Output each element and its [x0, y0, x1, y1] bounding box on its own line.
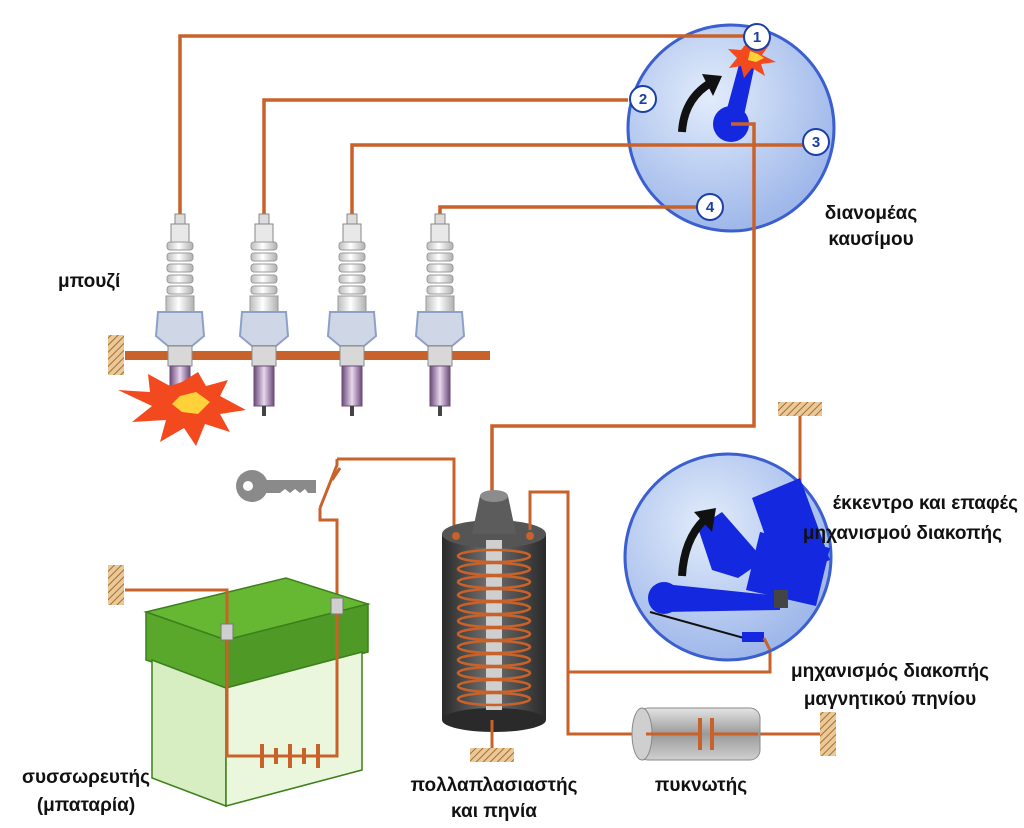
spark-plug [238, 213, 290, 416]
distributor-terminal-4: 4 [696, 193, 724, 221]
terminal-2-number: 2 [639, 91, 647, 108]
coil-to-distributor-wire [490, 122, 756, 492]
terminal-1-number: 1 [753, 29, 761, 46]
distributor-terminal-2: 2 [629, 85, 657, 113]
label-breaker-line1: μηχανισμός διακοπής [791, 661, 989, 682]
label-coil-line2: και πηνία [451, 801, 537, 822]
engine-ground-bar [108, 335, 490, 375]
label-distributor-line1: διανομέας [824, 203, 918, 224]
label-battery-line1: συσσωρευτής [22, 767, 150, 788]
label-distributor-line2: καυσίμου [828, 229, 914, 250]
spark-plug [326, 213, 378, 416]
ignition-coil [442, 490, 546, 762]
label-battery-line2: (μπαταρία) [36, 795, 136, 816]
distributor-terminal-1: 1 [743, 23, 771, 51]
coil-winding [456, 691, 532, 707]
ignition-key [236, 470, 316, 502]
distributor-terminal-3: 3 [802, 128, 830, 156]
label-cam-contacts-line2: μηχανισμού διακοπής [802, 523, 1002, 544]
label-spark-plugs: μπουζί [58, 271, 121, 292]
spark-plug [414, 213, 466, 416]
label-breaker-line2: μαγνητικού πηνίου [803, 689, 977, 710]
spark-burst [118, 372, 246, 446]
label-coil-line1: πολλαπλασιαστής [410, 775, 578, 796]
breaker-disc [623, 402, 833, 662]
terminal-3-number: 3 [812, 134, 820, 151]
spark-plugs [154, 213, 466, 416]
battery [108, 565, 371, 808]
ignition-switch [318, 457, 456, 602]
terminal-4-number: 4 [706, 199, 715, 216]
primary-circuit-wire [528, 490, 820, 736]
label-condenser: πυκνωτής [654, 775, 748, 796]
label-cam-contacts-line1: έκκεντρο και επαφές [832, 493, 1018, 514]
condenser [631, 707, 836, 761]
